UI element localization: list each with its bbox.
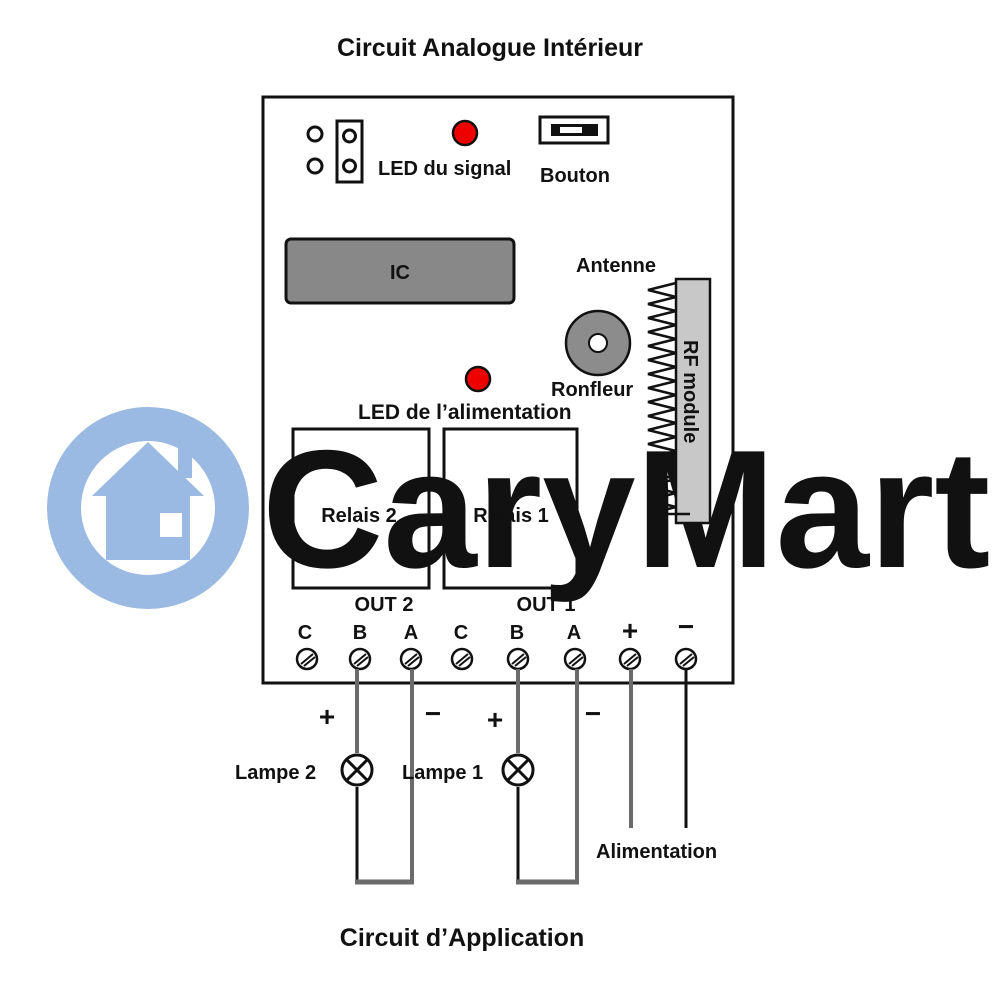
plus-sign: + — [487, 704, 503, 735]
relay-1 — [442, 427, 579, 590]
terminal-screw — [348, 647, 372, 671]
lamp-2-label: Lampe 2 — [235, 762, 316, 784]
terminal-screw — [563, 647, 587, 671]
button-plunger-highlight — [560, 127, 582, 133]
terminal-screw — [618, 647, 642, 671]
watermark-house-door — [160, 513, 182, 537]
power-led-label: LED de l’alimentation — [358, 401, 572, 424]
buzzer-label: Ronfleur — [551, 379, 633, 401]
terminal-label: A — [404, 622, 418, 644]
terminal-label: − — [678, 611, 694, 642]
jumper-hole-bottom — [306, 157, 324, 175]
jumper-pin-top — [342, 128, 357, 144]
circuit-board — [261, 95, 735, 685]
watermark: CaryMart — [47, 407, 990, 609]
lamp-1-circuit: Lampe 1 + − — [402, 669, 601, 885]
relay-2 — [291, 427, 431, 590]
terminal-screw — [674, 647, 698, 671]
antenna-label: Antenne — [576, 255, 656, 277]
rf-module — [674, 277, 712, 525]
minus-sign: − — [425, 698, 441, 729]
terminal-screws — [295, 647, 698, 671]
terminal-label: C — [298, 622, 312, 644]
jumper-pin-bottom — [342, 158, 357, 174]
watermark-text: CaryMart — [262, 415, 990, 603]
terminal-label: + — [622, 615, 638, 646]
buzzer-hole — [588, 333, 608, 353]
jumper — [306, 119, 364, 184]
push-button — [538, 115, 610, 145]
ic-chip — [284, 237, 516, 305]
terminal-label: C — [454, 622, 468, 644]
ic-label: IC — [390, 262, 410, 284]
bottom-title: Circuit d’Application — [340, 924, 584, 952]
house-icon — [47, 407, 249, 609]
antenna-coil — [647, 281, 690, 516]
terminal-screw — [450, 647, 474, 671]
terminal-screw — [295, 647, 319, 671]
watermark-house-chimney — [178, 448, 192, 478]
out-2-label: OUT 2 — [355, 594, 414, 616]
lamp-2-circuit: Lampe 2 + − — [235, 669, 441, 885]
out-1-label: OUT 1 — [517, 594, 576, 616]
terminal-label: A — [567, 622, 581, 644]
terminal-screw — [506, 647, 530, 671]
terminal-label: B — [510, 622, 524, 644]
terminal-screw — [399, 647, 423, 671]
power-led — [464, 365, 492, 393]
lamp-1-label: Lampe 1 — [402, 762, 483, 784]
plus-sign: + — [319, 701, 335, 732]
minus-sign: − — [585, 698, 601, 729]
top-title: Circuit Analogue Intérieur — [337, 34, 643, 62]
terminal-labels: C B A C B A + − — [298, 611, 694, 646]
power-supply-circuit: Alimentation — [596, 669, 717, 863]
jumper-hole-top — [306, 125, 324, 143]
watermark-ring — [47, 407, 249, 609]
signal-led-label: LED du signal — [378, 158, 511, 180]
rf-module-label: RF module — [679, 340, 701, 443]
lamp-icon — [501, 753, 535, 787]
signal-led — [451, 119, 479, 147]
lamp-icon — [340, 753, 374, 787]
relay-1-label: Relais 1 — [473, 505, 549, 527]
power-supply-label: Alimentation — [596, 841, 717, 863]
button-label: Bouton — [540, 165, 610, 187]
terminal-label: B — [353, 622, 367, 644]
relay-2-label: Relais 2 — [321, 505, 397, 527]
